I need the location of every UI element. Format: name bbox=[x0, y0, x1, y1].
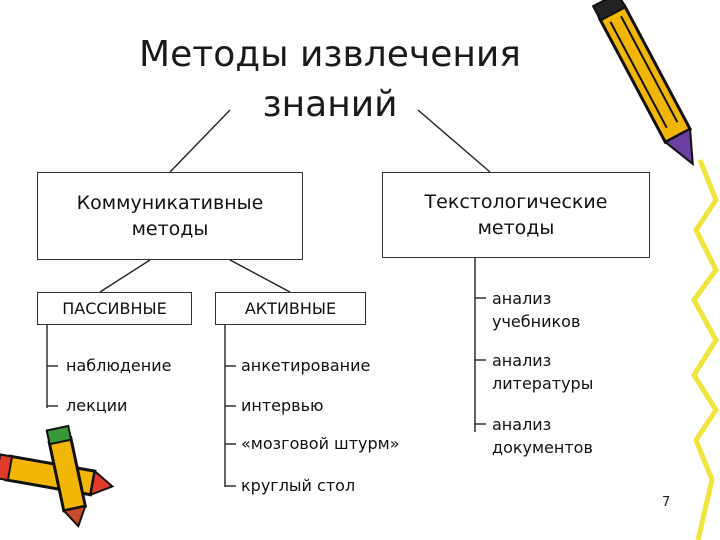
connector-communicative-passive bbox=[99, 259, 151, 293]
active-item: круглый стол bbox=[241, 476, 356, 495]
textological-item-line-1: анализ bbox=[492, 415, 552, 434]
pencil-icon bbox=[591, 0, 694, 167]
title-line-1: Методы извлечения bbox=[139, 34, 521, 75]
connector-communicative-active bbox=[229, 259, 291, 293]
textological-item-line-1: анализ bbox=[492, 289, 552, 308]
zigzag-border bbox=[691, 159, 719, 540]
active-item: «мозговой штурм» bbox=[241, 434, 400, 453]
textological-item: анализ литературы bbox=[492, 349, 593, 395]
passive-box: ПАССИВНЫЕ bbox=[37, 292, 192, 325]
textological-item-line-2: учебников bbox=[492, 312, 581, 331]
passive-item: лекции bbox=[66, 396, 128, 415]
active-item: анкетирование bbox=[241, 356, 371, 375]
textological-item-line-2: документов bbox=[492, 438, 593, 457]
textological-methods-box: Текстологические методы bbox=[382, 172, 650, 258]
passive-item: наблюдение bbox=[66, 356, 172, 375]
pencil-icon bbox=[45, 424, 88, 528]
textological-line-1: Текстологические bbox=[424, 191, 608, 213]
passive-label: ПАССИВНЫЕ bbox=[62, 299, 167, 318]
communicative-methods-box: Коммуникативные методы bbox=[37, 172, 303, 260]
active-item: интервью bbox=[241, 396, 324, 415]
communicative-line-1: Коммуникативные bbox=[76, 192, 264, 214]
textological-item: анализ учебников bbox=[492, 287, 580, 333]
active-box: АКТИВНЫЕ bbox=[215, 292, 366, 325]
connector-title-textological bbox=[417, 109, 491, 173]
textological-line-2: методы bbox=[477, 217, 555, 239]
textological-item-line-2: литературы bbox=[492, 374, 594, 393]
diagram-title: Методы извлечения знаний bbox=[60, 30, 600, 130]
active-label: АКТИВНЫЕ bbox=[244, 299, 337, 318]
page-number: 7 bbox=[662, 495, 671, 510]
textological-item-line-1: анализ bbox=[492, 351, 552, 370]
textological-item: анализ документов bbox=[492, 413, 593, 459]
title-line-2: знаний bbox=[262, 84, 398, 125]
communicative-line-2: методы bbox=[131, 218, 209, 240]
connector-title-communicative bbox=[169, 109, 231, 173]
